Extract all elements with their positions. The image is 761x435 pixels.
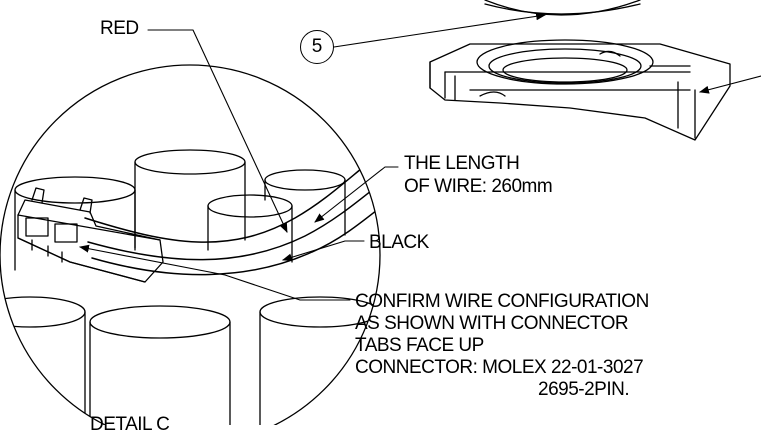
label-confirm-line1: CONFIRM WIRE CONFIGURATION — [355, 291, 649, 312]
molex-connector — [17, 187, 164, 283]
housing-part — [429, 39, 731, 141]
technical-drawing — [0, 0, 761, 425]
leader-lines — [79, 12, 761, 301]
wire-bundle — [84, 149, 380, 276]
leader-red — [147, 29, 288, 233]
label-wire-length-line1: THE LENGTH — [404, 153, 520, 174]
callout-number-5: 5 — [300, 30, 334, 64]
label-red: RED — [100, 18, 139, 39]
label-wire-length-line2: OF WIRE: 260mm — [404, 176, 553, 197]
detail-circle — [0, 64, 381, 425]
leader-housing — [699, 75, 761, 94]
capacitor-cylinders — [0, 149, 380, 425]
leader-wire-length — [314, 166, 399, 223]
label-confirm-line2: AS SHOWN WITH CONNECTOR — [355, 313, 629, 334]
leader-callout-5 — [333, 12, 546, 48]
part-lid — [484, 0, 641, 16]
leader-confirm — [79, 244, 351, 301]
label-connector-line1: CONNECTOR: MOLEX 22-01-3027 — [355, 357, 644, 378]
label-black: BLACK — [369, 232, 429, 253]
detail-contents — [0, 149, 380, 425]
label-confirm-line3: TABS FACE UP — [355, 335, 484, 356]
leader-black — [282, 240, 365, 262]
label-connector-line2: 2695-2PIN. — [538, 379, 630, 400]
